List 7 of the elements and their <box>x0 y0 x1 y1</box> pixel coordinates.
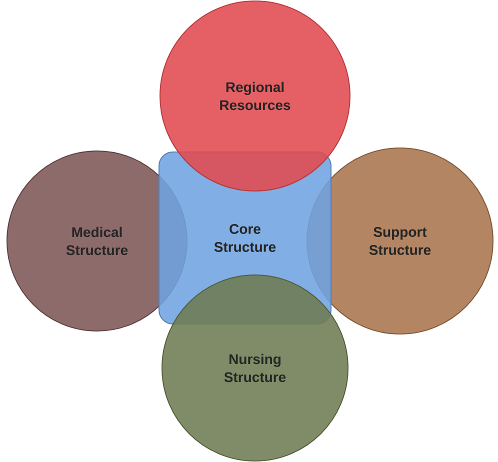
node-label: Regional Resources <box>220 82 290 110</box>
circle-shape <box>162 274 348 462</box>
node-label: Nursing Structure <box>224 354 286 382</box>
circle-shape <box>160 0 350 192</box>
node-label: Medical Structure <box>66 226 128 256</box>
node-label: Core Structure <box>214 224 276 252</box>
node-label: Support Structure <box>369 227 431 255</box>
